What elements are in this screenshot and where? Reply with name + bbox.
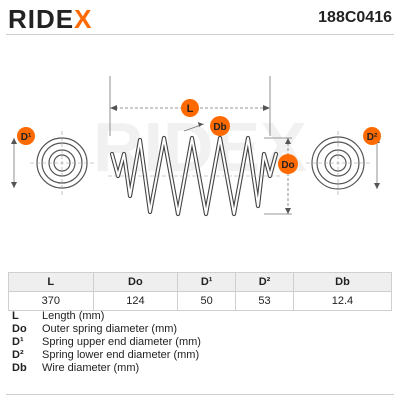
badge-L — [181, 99, 199, 117]
badge-D2 — [363, 127, 381, 145]
upper-end-view: D¹ — [11, 127, 94, 195]
header-D2: D² — [235, 272, 294, 292]
part-number: 188C0416 — [318, 9, 392, 26]
legend-desc: Length (mm) — [42, 310, 105, 322]
spec-table: L Do D¹ D² Db 370 124 50 53 12.4 — [8, 272, 393, 311]
outer-diameter-dimension: Do — [264, 137, 298, 215]
badge-Db-label: Db — [213, 122, 226, 133]
header-L: L — [8, 272, 94, 292]
legend-desc: Wire diameter (mm) — [42, 362, 140, 374]
badge-L-label: L — [187, 103, 194, 115]
spec-table-header: L Do D¹ D² Db — [8, 272, 393, 292]
badge-D1 — [17, 127, 35, 145]
badge-Db — [210, 116, 230, 136]
header-Do: Do — [92, 272, 179, 292]
spec-table-row: 370 124 50 53 12.4 — [8, 291, 393, 311]
legend-key: D¹ — [12, 336, 24, 348]
value-D2: 53 — [235, 291, 294, 311]
legend-item: D¹ Spring upper end diameter (mm) — [12, 336, 392, 349]
header-divider — [6, 34, 394, 35]
wire-diameter-dimension: Db — [183, 116, 230, 136]
logo-x: X — [74, 4, 93, 34]
logo-text: RIDE — [8, 4, 75, 34]
footer-divider — [6, 394, 394, 395]
value-Db: 12.4 — [292, 291, 393, 311]
ridex-logo: RIDEX — [8, 4, 92, 35]
legend: L Length (mm) Do Outer spring diameter (mm… — [12, 310, 392, 375]
legend-item: D² Spring lower end diameter (mm) — [12, 349, 392, 362]
badge-Do — [278, 154, 298, 174]
value-D1: 50 — [177, 291, 237, 311]
header-D1: D¹ — [177, 272, 237, 292]
legend-desc: Outer spring diameter (mm) — [42, 323, 178, 335]
legend-item: L Length (mm) — [12, 310, 392, 323]
spring-side-view — [108, 135, 282, 217]
value-Do: 124 — [92, 291, 179, 311]
legend-item: Db Wire diameter (mm) — [12, 362, 392, 375]
legend-key: Db — [12, 362, 27, 374]
badge-Do-label: Do — [281, 160, 294, 171]
lower-end-view: D² — [306, 127, 381, 195]
header: RIDEX 188C0416 — [0, 0, 400, 34]
legend-desc: Spring upper end diameter (mm) — [42, 336, 201, 348]
value-L: 370 — [8, 291, 94, 311]
badge-D2-label: D² — [367, 132, 378, 143]
badge-D1-label: D¹ — [21, 132, 32, 143]
legend-key: L — [12, 310, 19, 322]
spring-drawing: RIDEX L Db D¹ — [11, 76, 381, 217]
length-dimension: L — [109, 76, 271, 136]
header-Db: Db — [292, 272, 393, 292]
legend-key: D² — [12, 349, 24, 361]
legend-desc: Spring lower end diameter (mm) — [42, 349, 200, 361]
legend-key: Do — [12, 323, 27, 335]
legend-item: Do Outer spring diameter (mm) — [12, 323, 392, 336]
